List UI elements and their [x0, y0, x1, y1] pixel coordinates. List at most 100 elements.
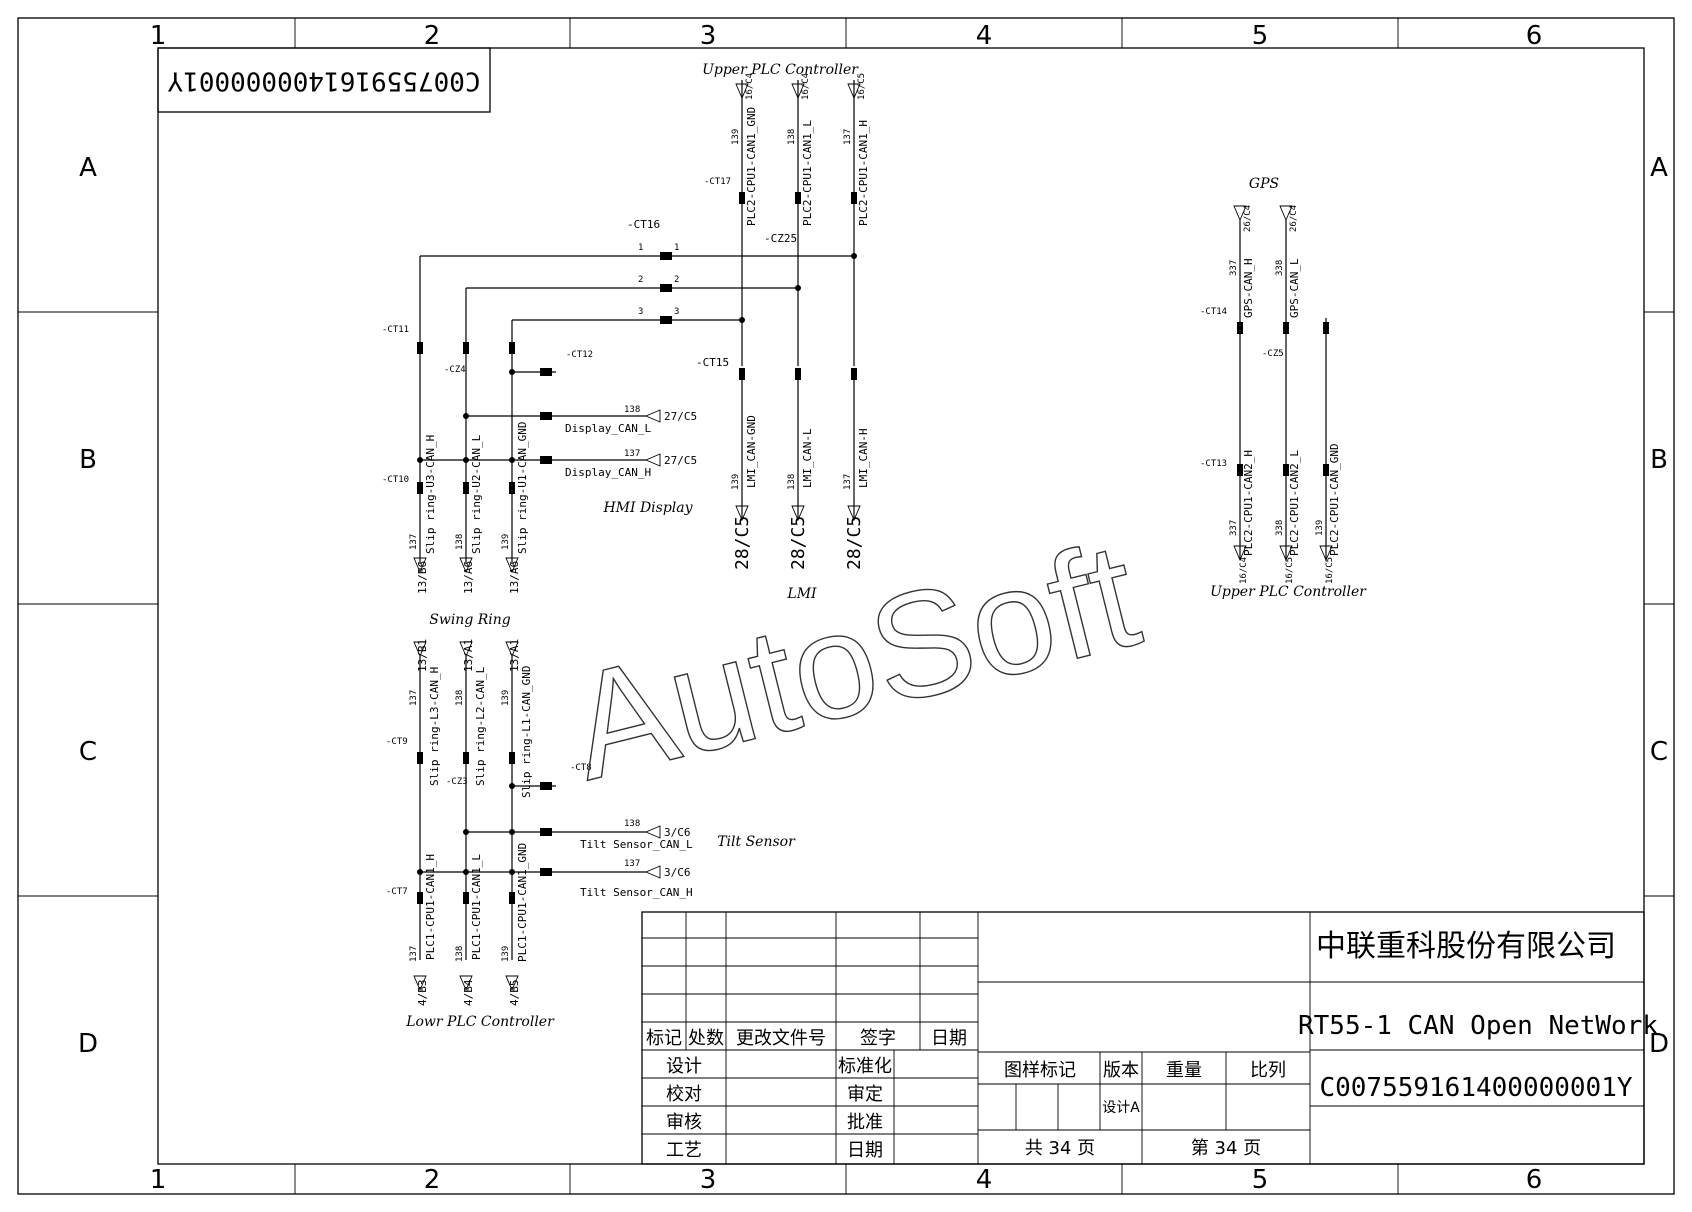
wire-upper-1: 139: [731, 129, 741, 145]
conn-ct17: -CT17: [704, 177, 731, 187]
sig-plc2c2-gnd: PLC2-CPU1-CAN_GND: [1328, 443, 1341, 556]
hmi-title: HMI Display: [602, 500, 693, 516]
sig-plc1-gnd: PLC1-CPU1-CAN1_GND: [516, 843, 529, 962]
sig-slip-u1: Slip ring-U1-CAN_GND: [516, 422, 529, 554]
wire-slipl-2: 138: [455, 690, 465, 706]
row-c-left: C: [79, 737, 97, 767]
ref-upper-3: 16/C5: [857, 73, 867, 100]
pin-ct16-1b: 1: [674, 243, 679, 253]
col-4-bottom: 4: [976, 1165, 993, 1195]
col-5-bottom: 5: [1252, 1165, 1269, 1195]
pin-ct16-1a: 1: [638, 243, 643, 253]
gps-title: GPS: [1249, 176, 1279, 192]
wire-plc1-1: 137: [409, 946, 419, 962]
col-2-bottom: 2: [424, 1165, 441, 1195]
row-b-right: B: [1650, 445, 1668, 475]
rotated-drawing-number: C007559161400000001Y: [167, 66, 480, 96]
sig-slip-l1: Slip ring-L1-CAN_GND: [520, 666, 533, 798]
conn-cz4: -CZ4: [444, 365, 466, 375]
sig-tilt-h: Tilt Sensor_CAN_H: [580, 886, 693, 899]
pin-ct16-3a: 3: [638, 307, 643, 317]
swing-title: Swing Ring: [429, 612, 511, 628]
ref-plc1-2: 4/B4: [462, 979, 475, 1006]
sig-slip-l3: Slip ring-L3-CAN_H: [428, 667, 441, 786]
ref-slipu-1: 13/B6: [416, 561, 429, 594]
ref-lmi-2: 28/C5: [788, 516, 809, 570]
col-6-top: 6: [1526, 21, 1543, 51]
ref-lmi-3: 28/C5: [844, 516, 865, 570]
upper-plc-title: Upper PLC Controller: [702, 62, 859, 78]
col-1-bottom: 1: [150, 1165, 167, 1195]
ref-gps-1: 26/C4: [1243, 205, 1253, 232]
gps-wires: [1233, 205, 1333, 562]
col-3-bottom: 3: [700, 1165, 717, 1195]
col-4-top: 4: [976, 21, 993, 51]
tilt-title: Tilt Sensor: [717, 834, 796, 850]
col-3-top: 3: [700, 21, 717, 51]
tb-sign: 签字: [860, 1028, 896, 1049]
ref-lmi-1: 28/C5: [732, 516, 753, 570]
tb-scale: 比列: [1250, 1060, 1286, 1081]
tb-date: 日期: [931, 1028, 967, 1049]
conn-cz3: -CZ3: [446, 777, 468, 787]
row-d-left: D: [78, 1029, 98, 1059]
conn-ct13: -CT13: [1200, 459, 1227, 469]
ref-disp-2: 27/C5: [664, 454, 697, 467]
row-b-left: B: [79, 445, 97, 475]
tb-standardize: 标准化: [838, 1056, 892, 1077]
conn-ct16: -CT16: [627, 218, 660, 231]
ref-tilt-1: 3/C6: [664, 826, 691, 839]
sig-lmi-h: LMI_CAN-H: [857, 428, 870, 488]
sig-lmi-gnd: LMI_CAN-GND: [745, 415, 758, 488]
hmi-wires: [413, 256, 661, 574]
sig-gps-h: GPS-CAN_H: [1242, 258, 1255, 318]
pin-ct16-3b: 3: [674, 307, 679, 317]
conn-ct8: -CT8: [570, 763, 592, 773]
tilt-wires: [413, 641, 661, 992]
ref-tilt-2: 3/C6: [664, 866, 691, 879]
zone-dividers: [18, 18, 1674, 1194]
col-1-top: 1: [150, 21, 167, 51]
ref-gps-2: 26/C4: [1289, 205, 1299, 232]
tb-version: 版本: [1103, 1060, 1139, 1081]
wire-upper-3: 137: [843, 129, 853, 145]
pin-ct16-2a: 2: [638, 275, 643, 285]
conn-ct14: -CT14: [1200, 307, 1227, 317]
wire-lmi-1: 139: [731, 474, 741, 490]
lmi-title: LMI: [786, 586, 817, 602]
conn-cz25: -CZ25: [764, 232, 797, 245]
conn-cz5: -CZ5: [1262, 349, 1284, 359]
tb-approve: 批准: [847, 1112, 883, 1133]
sig-slip-u2: Slip ring-U2-CAN_L: [470, 434, 483, 554]
col-6-bottom: 6: [1526, 1165, 1543, 1195]
ref-slipl-1: 13/B1: [416, 639, 429, 672]
col-2-top: 2: [424, 21, 441, 51]
sig-slip-u3: Slip ring-U3-CAN_H: [424, 435, 437, 554]
tb-count: 处数: [688, 1028, 724, 1049]
conn-ct7: -CT7: [386, 887, 408, 897]
drawing-code: C007559161400000001Y: [1319, 1073, 1632, 1103]
sig-gps-l: GPS-CAN_L: [1288, 258, 1301, 318]
conn-ct9: -CT9: [386, 737, 408, 747]
row-d-right: D: [1649, 1029, 1669, 1059]
tb-design: 设计: [666, 1056, 702, 1077]
tb-doc: 更改文件号: [736, 1028, 826, 1049]
wire-upper-2: 138: [787, 129, 797, 145]
wire-gps-1: 337: [1229, 260, 1239, 276]
ref-plc1-3: 4/B5: [508, 980, 521, 1007]
title-block: [641, 911, 1645, 1165]
drawing-name: RT55-1 CAN Open NetWork: [1298, 1011, 1658, 1041]
tb-weight: 重量: [1166, 1060, 1202, 1081]
tb-audit: 审定: [847, 1084, 883, 1105]
sig-display-h: Display_CAN_H: [565, 466, 651, 479]
tb-mark: 标记: [646, 1028, 682, 1049]
wire-gpsplc-3: 139: [1315, 520, 1325, 536]
sig-plc2-h: PLC2-CPU1-CAN1_H: [857, 120, 870, 226]
tb-version-value: 设计A: [1102, 1100, 1140, 1116]
wire-slipl-3: 139: [501, 690, 511, 706]
ref-upper-1: 16/C4: [745, 73, 755, 100]
sig-slip-l2: Slip ring-L2-CAN_L: [474, 666, 487, 786]
ref-slipu-2: 13/A6: [462, 561, 475, 594]
ref-disp-1: 27/C5: [664, 410, 697, 423]
